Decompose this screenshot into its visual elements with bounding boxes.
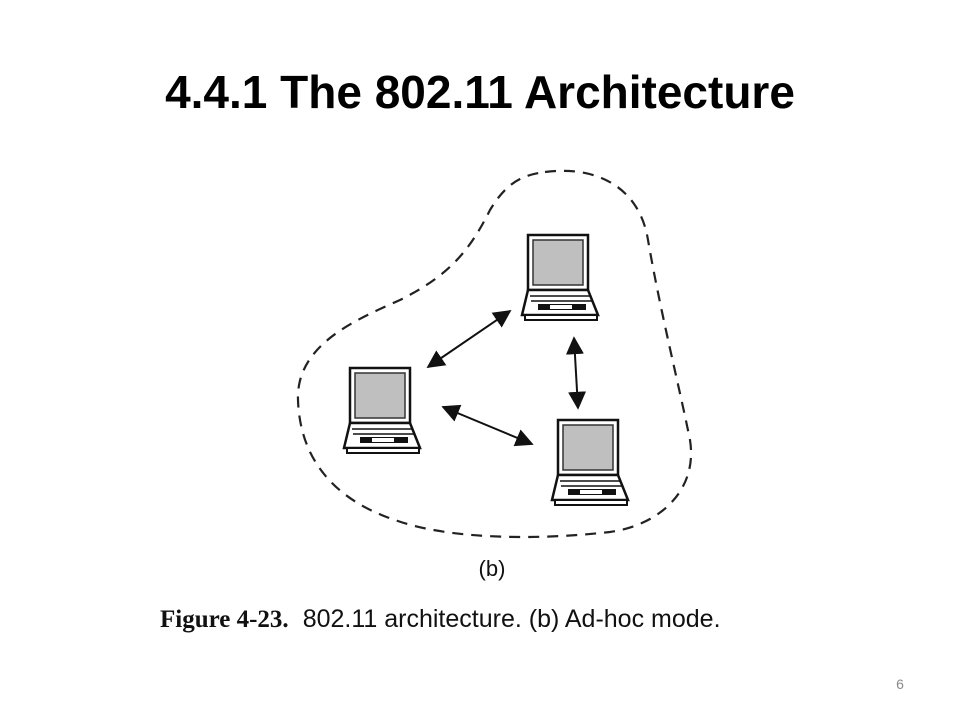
link-left-bottom [441,404,534,447]
figure-number: Figure 4-23. [160,606,289,633]
page-number: 6 [896,676,904,692]
link-top-bottom [565,336,587,410]
laptop-bottom-right-icon [550,418,630,507]
figure-caption: Figure 4-23. 802.11 architecture. (b) Ad-… [160,605,880,634]
laptop-left-icon [342,366,422,455]
figure-caption-text: 802.11 architecture. (b) Ad-hoc mode. [302,605,721,633]
figure-sub-label: (b) [478,556,506,581]
slide-title: 4.4.1 The 802.11 Architecture [165,66,795,118]
adhoc-boundary [296,169,693,539]
laptop-top-icon [520,233,600,322]
link-left-top [426,309,512,369]
